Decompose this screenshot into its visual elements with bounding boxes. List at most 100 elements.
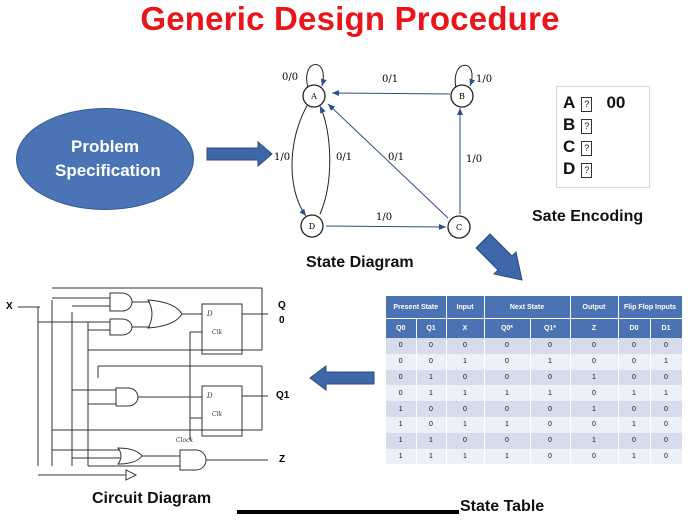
- table-cell: 0: [530, 432, 571, 449]
- table-cell: 1: [386, 401, 417, 417]
- table-cell: 0: [530, 448, 571, 465]
- svg-text:D: D: [206, 310, 213, 318]
- table-cell: 0: [416, 338, 447, 354]
- label-c-to-b: 1/0: [466, 154, 482, 165]
- column-header: D1: [650, 318, 683, 338]
- table-cell: 1: [446, 385, 485, 402]
- circuit-output-z: Z: [279, 454, 286, 465]
- encoding-caption: Sate Encoding: [532, 208, 644, 225]
- state-table: Present State Input Next State Output Fl…: [386, 296, 683, 465]
- group-input: Input: [446, 296, 485, 319]
- underline-bar: [237, 510, 459, 514]
- state-diagram: A B C D 0/0 0/1 1/0 1/0 0/1 0/1 1/0 1/0: [274, 64, 492, 239]
- label-b-to-a: 0/1: [382, 74, 398, 85]
- state-node-d: D: [300, 214, 324, 238]
- arrow-to-circuit: [309, 365, 375, 391]
- encoding-row-a: A? 00: [563, 93, 626, 112]
- edge-d-to-a: [319, 105, 331, 215]
- edge-a-self: [306, 64, 327, 89]
- edge-a-to-d: [291, 103, 309, 217]
- table-cell: 0: [650, 448, 683, 465]
- table-cell: 0: [484, 338, 531, 354]
- circuit-diagram-caption: Circuit Diagram: [92, 490, 212, 507]
- state-encoding-box: A? 00 B? C? D?: [556, 86, 650, 188]
- and-gate-4: [179, 449, 207, 471]
- column-header: D0: [618, 318, 651, 338]
- table-cell: 1: [618, 448, 651, 465]
- flip-flop-1: [201, 385, 243, 437]
- table-cell: 1: [386, 448, 417, 465]
- table-cell: 0: [416, 353, 447, 370]
- table-cell: 1: [484, 385, 531, 402]
- table-cell: 0: [530, 369, 571, 386]
- circuit-output-q1: Q1: [276, 390, 290, 401]
- state-node-b: B: [450, 84, 474, 108]
- arrow-to-state-table: [475, 233, 523, 281]
- or-gate-1: [147, 299, 183, 329]
- table-cell: 1: [416, 385, 447, 402]
- label-a-self: 0/0: [282, 72, 298, 83]
- problem-specification-ellipse: Problem Specification: [16, 108, 194, 210]
- table-cell: 0: [650, 369, 683, 386]
- state-node-a: A: [302, 84, 326, 108]
- label-d-to-c: 1/0: [376, 212, 392, 223]
- table-cell: 0: [650, 401, 683, 417]
- svg-text:D: D: [206, 392, 213, 400]
- table-cell: 0: [484, 432, 531, 449]
- edge-b-to-a: [331, 90, 451, 97]
- circuit-output-q-subscript: 0: [279, 315, 285, 326]
- table-cell: 0: [446, 432, 485, 449]
- table-cell: 1: [416, 432, 447, 449]
- table-cell: 0: [484, 401, 531, 417]
- svg-text:Clk: Clk: [212, 329, 223, 336]
- edge-d-to-c: [325, 223, 447, 230]
- table-cell: 0: [570, 338, 619, 354]
- table-cell: 0: [386, 369, 417, 386]
- inverter: [125, 469, 138, 481]
- table-cell: 0: [618, 338, 651, 354]
- table-cell: 1: [618, 385, 651, 402]
- group-present-state: Present State: [386, 296, 447, 319]
- table-cell: 0: [570, 353, 619, 370]
- table-cell: 0: [386, 338, 417, 354]
- table-cell: 1: [530, 353, 571, 370]
- edge-b-self: [454, 64, 476, 89]
- table-cell: 1: [618, 416, 651, 433]
- table-cell: 0: [570, 416, 619, 433]
- page-title: Generic Design Procedure: [140, 0, 560, 37]
- table-cell: 0: [530, 401, 571, 417]
- table-cell: 1: [530, 385, 571, 402]
- table-cell: 1: [446, 416, 485, 433]
- table-cell: 0: [618, 432, 651, 449]
- column-header: Q1: [416, 318, 447, 338]
- table-cell: 0: [484, 369, 531, 386]
- table-cell: 0: [570, 448, 619, 465]
- table-cell: 1: [386, 432, 417, 449]
- svg-text:C: C: [456, 223, 462, 232]
- table-cell: 0: [650, 338, 683, 354]
- state-diagram-caption: State Diagram: [306, 254, 414, 271]
- table-cell: 0: [386, 353, 417, 370]
- table-cell: 0: [618, 369, 651, 386]
- circuit-diagram: D Clk D Clk Clock: [18, 287, 268, 481]
- state-table-caption: State Table: [460, 498, 545, 515]
- encoding-row-c: C?: [563, 137, 593, 157]
- table-cell: 0: [570, 385, 619, 402]
- table-cell: 1: [570, 401, 619, 417]
- table-cell: 0: [650, 432, 683, 449]
- svg-text:Clk: Clk: [212, 411, 223, 418]
- table-cell: 1: [386, 416, 417, 433]
- table-cell: 0: [530, 338, 571, 354]
- clock-label: Clock: [176, 437, 193, 444]
- column-header: Q0: [386, 318, 417, 338]
- table-cell: 0: [416, 416, 447, 433]
- svg-text:A: A: [310, 92, 317, 101]
- and-gate-2: [109, 318, 133, 336]
